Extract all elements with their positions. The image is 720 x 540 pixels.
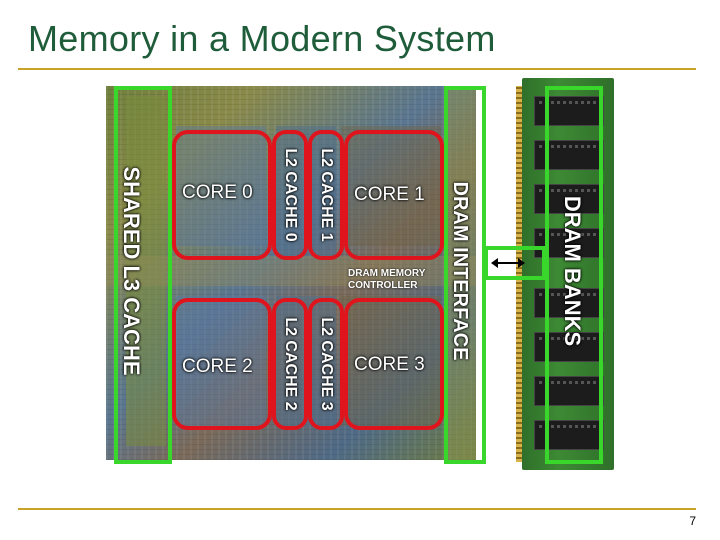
title-divider [18,68,696,70]
dram-banks-label: DRAM BANKS [560,195,585,347]
slide-title: Memory in a Modern System [28,18,496,59]
core-3-label: CORE 3 [354,354,425,375]
footer-divider [18,508,696,510]
dram-interface-label: DRAM INTERFACE [449,181,471,361]
shared-l3-cache-outline [114,86,172,464]
l2-cache-2-label: L2 CACHE 2 [282,317,299,411]
l2-cache-0-outline [272,130,308,260]
dimm-contacts [516,86,522,462]
shared-l3-cache-label: SHARED L3 CACHE [119,166,144,376]
core-0-label: CORE 0 [182,182,253,203]
core-1-outline [344,130,444,260]
l2-cache-1-label: L2 CACHE 1 [318,148,335,242]
memory-controller-line-1: DRAM MEMORY [348,268,426,279]
memory-controller-label: DRAM MEMORY CONTROLLER [348,268,425,292]
l2-cache-0-label: L2 CACHE 0 [282,148,299,242]
l2-cache-2-outline [272,298,308,430]
double-arrow-icon [491,258,525,268]
l2-cache-1-outline [308,130,344,260]
dram-banks-outline [545,86,603,464]
core-1-label: CORE 1 [354,184,425,205]
core-0-outline [172,130,272,260]
memory-controller-line-2: CONTROLLER [348,280,418,291]
dram-channel-outline [484,246,546,280]
l2-cache-3-label: L2 CACHE 3 [318,317,335,411]
core-2-outline [172,298,272,430]
page-number: 7 [689,514,696,528]
core-2-label: CORE 2 [182,356,253,377]
core-3-outline [344,298,444,430]
l2-cache-3-outline [308,298,344,430]
